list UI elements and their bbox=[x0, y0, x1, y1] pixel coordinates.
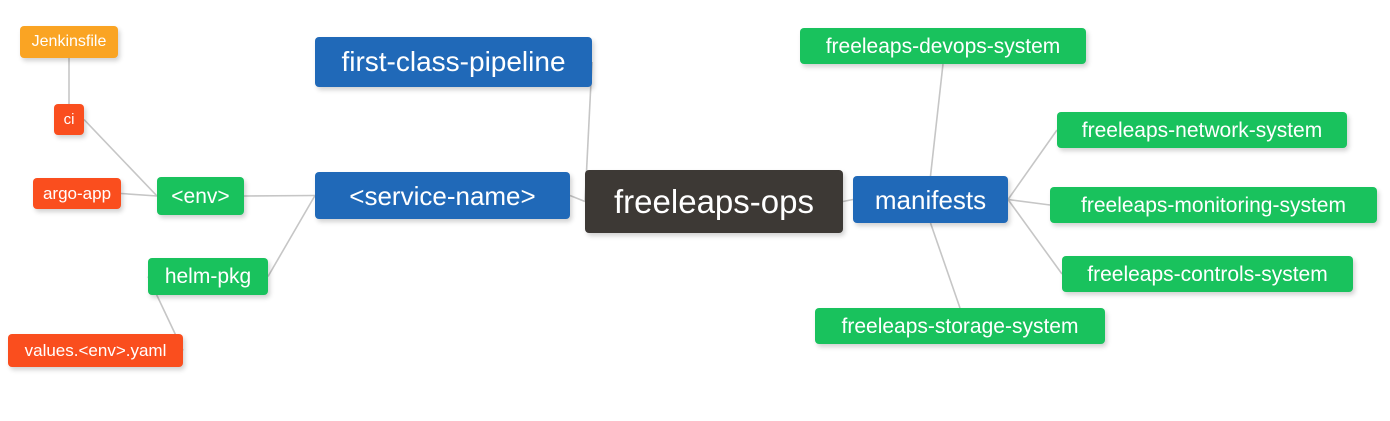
mindmap-edge-service-name-to-helm-pkg bbox=[267, 195, 316, 277]
mindmap-node-values-env-yaml[interactable]: values.<env>.yaml bbox=[8, 334, 183, 367]
mindmap-edge-freeleaps-ops-to-service-name bbox=[569, 194, 586, 203]
mindmap-node-env[interactable]: <env> bbox=[157, 177, 244, 215]
mindmap-node-freeleaps-network-system[interactable]: freeleaps-network-system bbox=[1057, 112, 1347, 148]
mindmap-edge-manifests-to-freeleaps-monitoring-system bbox=[1007, 198, 1051, 206]
mindmap-node-argo-app[interactable]: argo-app bbox=[33, 178, 121, 209]
mindmap-node-freeleaps-controls-system[interactable]: freeleaps-controls-system bbox=[1062, 256, 1353, 292]
mindmap-node-ci[interactable]: ci bbox=[54, 104, 84, 135]
mindmap-node-helm-pkg[interactable]: helm-pkg bbox=[148, 258, 268, 295]
mindmap-edge-env-to-argo-app bbox=[120, 192, 158, 197]
mindmap-node-manifests[interactable]: manifests bbox=[853, 176, 1008, 223]
mindmap-edge-service-name-to-env bbox=[243, 194, 316, 197]
mindmap-edge-freeleaps-ops-to-manifests bbox=[842, 198, 854, 203]
mindmap-node-first-class-pipeline[interactable]: first-class-pipeline bbox=[315, 37, 592, 87]
mindmap-node-service-name[interactable]: <service-name> bbox=[315, 172, 570, 219]
mindmap-node-jenkinsfile[interactable]: Jenkinsfile bbox=[20, 26, 118, 58]
mindmap-edge-manifests-to-freeleaps-storage-system bbox=[929, 222, 961, 309]
mindmap-node-freeleaps-monitoring-system[interactable]: freeleaps-monitoring-system bbox=[1050, 187, 1377, 223]
mindmap-node-freeleaps-ops[interactable]: freeleaps-ops bbox=[585, 170, 843, 233]
mindmap-node-freeleaps-devops-system[interactable]: freeleaps-devops-system bbox=[800, 28, 1086, 64]
mindmap-node-freeleaps-storage-system[interactable]: freeleaps-storage-system bbox=[815, 308, 1105, 344]
mindmap-edge-manifests-to-freeleaps-devops-system bbox=[929, 63, 944, 177]
